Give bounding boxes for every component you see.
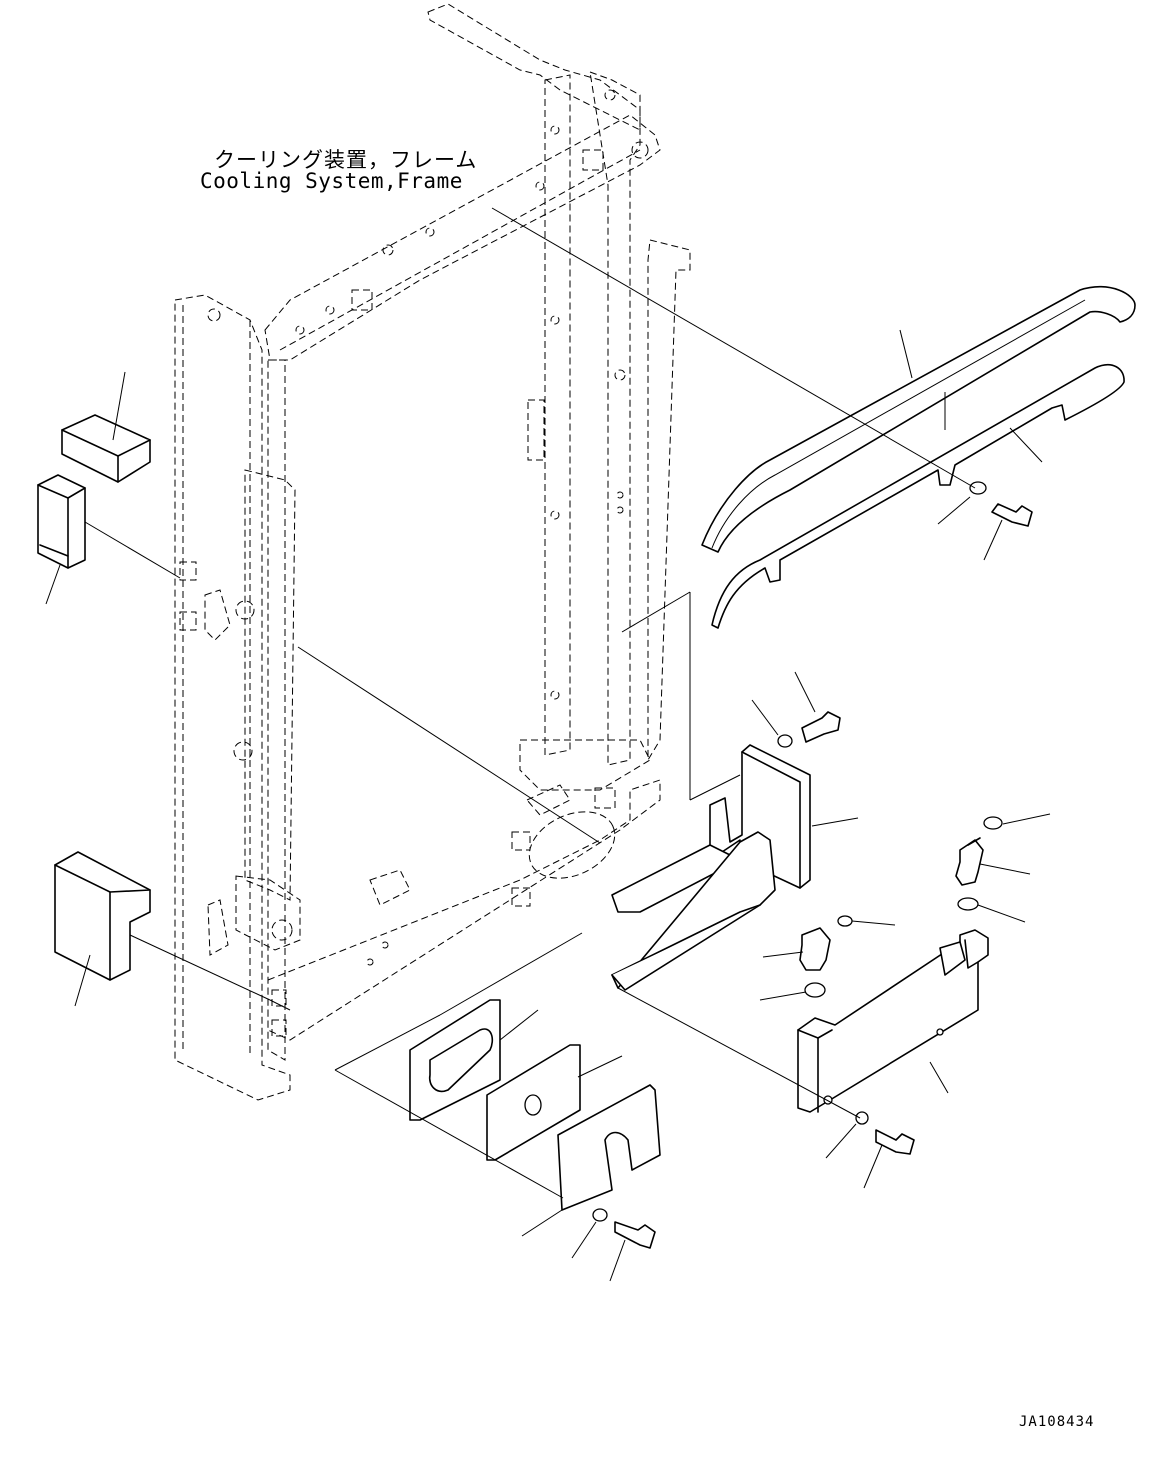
leader-lines	[45, 329, 1051, 1282]
o-ring-lower	[804, 982, 826, 998]
oil-cooler-tube	[797, 929, 989, 1113]
elbow-fitting-upper	[955, 837, 984, 886]
tube-washer-and-bolt	[855, 1111, 915, 1155]
gasket-frame	[409, 999, 501, 1121]
drawing-number: JA108434	[1019, 1414, 1095, 1430]
gasket-plate	[486, 1044, 581, 1161]
title-japanese: クーリング装置，フレーム	[214, 148, 478, 172]
l-shaped-seal-part	[54, 851, 151, 981]
shroud-lower	[711, 364, 1125, 629]
support-bracket	[611, 744, 811, 991]
block-part	[61, 414, 151, 483]
shroud-washer-and-bolt	[969, 481, 1033, 527]
assembly-lines	[84, 207, 976, 1199]
o-ring-small	[837, 915, 853, 927]
bracket-washer-and-bolt	[777, 711, 841, 748]
title-english: Cooling System,Frame	[200, 169, 463, 193]
cooling-system-frame	[174, 3, 691, 1101]
rubber-mount-part	[37, 474, 86, 569]
cover-plate	[557, 1084, 661, 1211]
o-ring-upper	[983, 816, 1003, 830]
o-ring-right	[957, 897, 979, 911]
shroud-upper	[701, 285, 1136, 553]
cover-washer-and-bolt	[592, 1208, 656, 1249]
elbow-fitting-lower	[799, 927, 831, 971]
